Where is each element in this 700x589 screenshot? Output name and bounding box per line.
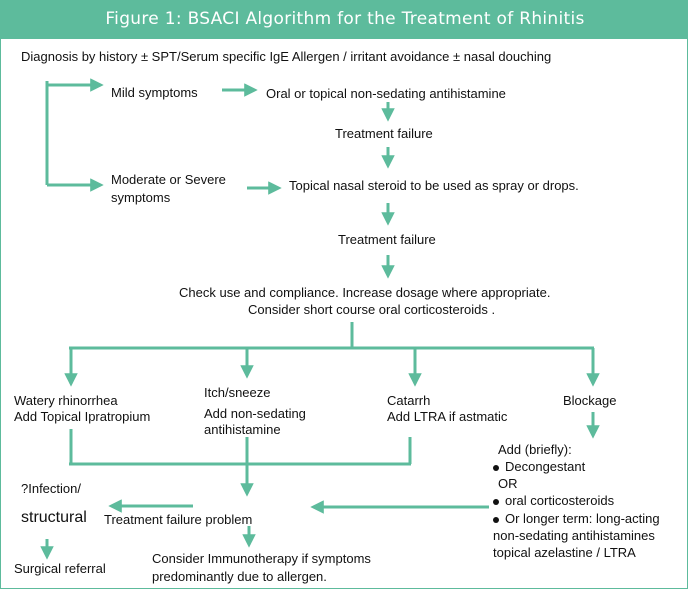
longer-line-2: non-sedating antihistamines (493, 528, 655, 543)
surgical-referral: Surgical referral (14, 561, 106, 576)
itch-line-1: Itch/sneeze (204, 385, 271, 400)
moderate-label-1: Moderate or Severe (111, 172, 226, 187)
blockage-label: Blockage (563, 393, 617, 408)
steroid-treatment: Topical nasal steroid to be used as spra… (289, 178, 579, 193)
add-item-oral: oral corticosteroids (493, 492, 614, 509)
immuno-line-2: predominantly due to allergen. (152, 569, 327, 584)
figure-title: Figure 1: BSACI Algorithm for the Treatm… (105, 9, 585, 29)
watery-line-1: Watery rhinorrhea (14, 393, 118, 408)
structural-label: structural (21, 509, 87, 526)
moderate-label-2: symptoms (111, 190, 171, 205)
bullet-icon (493, 498, 499, 505)
failure-problem: Treatment failure problem (104, 512, 253, 527)
itch-line-2: Add non-sedating (204, 406, 306, 421)
watery-line-2: Add Topical Ipratropium (14, 409, 151, 424)
title-bar: Figure 1: BSACI Algorithm for the Treatm… (1, 1, 687, 39)
add-briefly: Add (briefly): (498, 442, 572, 457)
mild-failure: Treatment failure (335, 126, 433, 141)
catarrh-line-2: Add LTRA if astmatic (387, 409, 508, 424)
add-or: OR (498, 476, 518, 491)
decongestant-text: Decongestant (505, 459, 586, 474)
bullet-icon (493, 464, 499, 471)
mild-treatment: Oral or topical non-sedating antihistami… (266, 86, 506, 101)
catarrh-line-1: Catarrh (387, 393, 431, 408)
diagnosis-text: Diagnosis by history ± SPT/Serum specifi… (21, 49, 552, 64)
immuno-line-1: Consider Immunotherapy if symptoms (152, 551, 371, 566)
itch-line-3: antihistamine (204, 422, 281, 437)
check-line-2: Consider short course oral corticosteroi… (248, 302, 496, 317)
add-item-decongestant: Decongestant (493, 458, 585, 475)
check-line-1: Check use and compliance. Increase dosag… (179, 285, 551, 300)
longer-line-3: topical azelastine / LTRA (493, 545, 636, 560)
mild-symptoms: Mild symptoms (111, 85, 198, 100)
longer-term-text: Or longer term: long-acting (505, 511, 660, 526)
add-item-longer: Or longer term: long-acting (493, 510, 660, 527)
steroid-failure: Treatment failure (338, 232, 436, 247)
infection-label: ?Infection/ (21, 481, 81, 496)
oral-corticosteroids-text: oral corticosteroids (505, 493, 615, 508)
bullet-icon (493, 516, 499, 523)
arrow-layer (40, 78, 600, 560)
